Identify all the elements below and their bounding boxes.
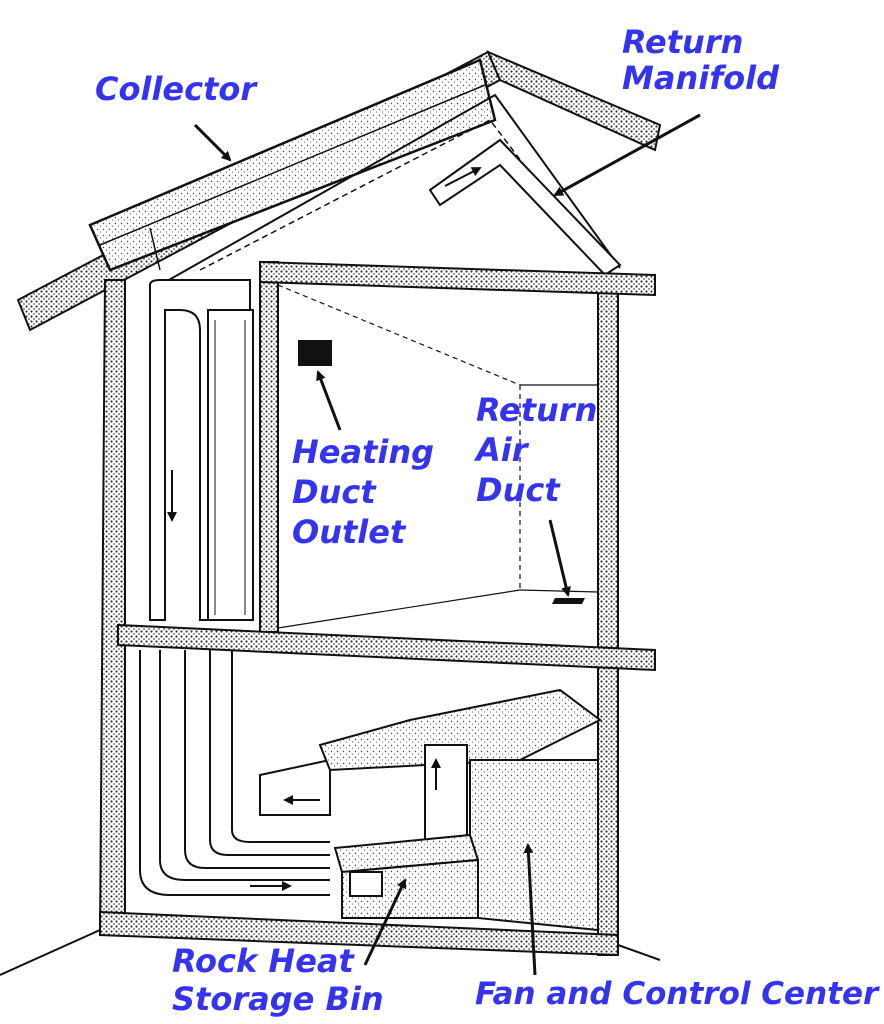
walls <box>0 260 661 976</box>
distribution-duct <box>259 758 331 816</box>
basement-ducts <box>139 650 602 896</box>
fan-and-control-center-label: Fan and Control Center <box>475 975 878 1013</box>
return-manifold-label: Return Manifold <box>622 24 779 96</box>
collector-label: Collector <box>95 70 256 108</box>
heating-duct-callout-arrow <box>316 370 342 431</box>
return-air-duct-line-1: Return <box>476 391 598 429</box>
rock-heat-storage-bin-label: Rock Heat Storage Bin <box>172 942 384 1018</box>
upper-duct-block <box>318 688 602 772</box>
room-interior <box>277 284 599 629</box>
return-manifold-callout-arrow <box>553 113 701 197</box>
roof <box>16 50 662 332</box>
return-air-duct-label: Return Air Duct <box>476 390 597 510</box>
collector-label-text: Collector <box>95 70 257 108</box>
vertical-riser <box>424 744 468 846</box>
return-air-callout-arrow <box>548 519 571 597</box>
heating-duct-outlet-line-2: Duct <box>292 473 376 511</box>
basement-floor <box>99 910 619 957</box>
heating-duct-outlet-line-3: Outlet <box>292 513 406 551</box>
middle-floor <box>117 623 656 672</box>
heating-duct-outlet-label: Heating Duct Outlet <box>292 432 434 552</box>
return-air-duct-line-3: Duct <box>476 471 560 509</box>
rock-heat-storage-bin-line-2: Storage Bin <box>172 980 384 1018</box>
supply-duct <box>149 279 254 621</box>
upper-ceiling <box>259 260 656 297</box>
left-wall <box>98 279 126 936</box>
return-air-duct-line-2: Air <box>476 431 528 469</box>
return-manifold-line-2: Manifold <box>622 59 779 97</box>
heating-duct-outlet-register <box>298 340 332 366</box>
rock-bin-callout-arrow <box>363 878 407 966</box>
return-manifold-duct <box>428 138 622 277</box>
return-air-duct-register <box>552 598 585 604</box>
heating-duct-outlet-line-1: Heating <box>292 433 435 471</box>
right-wall <box>597 289 619 956</box>
rock-heat-storage-bin-line-1: Rock Heat <box>172 942 354 980</box>
callout-arrows <box>193 113 701 976</box>
interior-wall <box>259 261 279 633</box>
fan-and-control-center-text: Fan and Control Center <box>475 976 879 1012</box>
collector-callout-arrow <box>193 123 232 162</box>
fan-callout-arrow <box>523 843 537 976</box>
roof-right-slab <box>486 50 662 152</box>
return-manifold-line-1: Return <box>622 23 744 61</box>
rock-heat-storage-bin <box>333 833 480 919</box>
fan-and-control-center <box>469 759 599 932</box>
